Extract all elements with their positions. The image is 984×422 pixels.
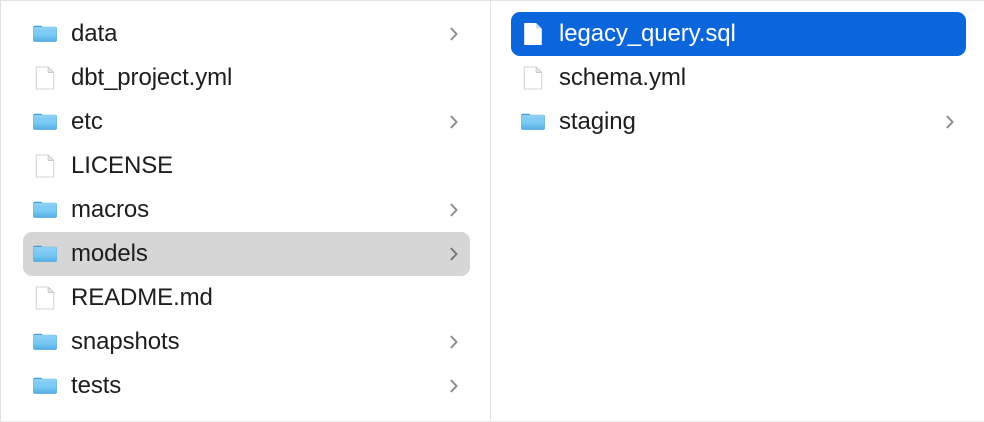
folder-icon [31,20,59,48]
item-label: etc [71,108,103,135]
folder-icon [31,108,59,136]
document-icon [519,64,547,92]
item-label: snapshots [71,328,180,355]
folder-icon [31,372,59,400]
folder-row[interactable]: etc [23,100,470,144]
document-icon [31,284,59,312]
item-label: schema.yml [559,64,687,91]
chevron-right-icon [448,113,460,131]
folder-icon [31,240,59,268]
folder-row[interactable]: data [23,12,470,56]
file-row[interactable]: schema.yml [511,56,966,100]
folder-icon [31,196,59,224]
folder-row[interactable]: tests [23,364,470,408]
item-label: legacy_query.sql [559,20,736,47]
item-label: tests [71,372,122,399]
item-label: macros [71,196,150,223]
item-label: staging [559,108,636,135]
folder-row[interactable]: snapshots [23,320,470,364]
item-label: README.md [71,284,213,311]
document-icon [519,20,547,48]
chevron-right-icon [448,333,460,351]
item-label: models [71,240,148,267]
file-row[interactable]: LICENSE [23,144,470,188]
chevron-right-icon [448,377,460,395]
item-label: data [71,20,118,47]
chevron-right-icon [448,245,460,263]
item-label: dbt_project.yml [71,64,233,91]
file-row[interactable]: README.md [23,276,470,320]
file-row[interactable]: legacy_query.sql [511,12,966,56]
chevron-right-icon [448,25,460,43]
folder-icon [31,328,59,356]
item-label: LICENSE [71,152,174,179]
chevron-right-icon [944,113,956,131]
folder-row[interactable]: macros [23,188,470,232]
file-column-child[interactable]: legacy_query.sql schema.yml staging [491,1,984,421]
document-icon [31,64,59,92]
folder-icon [519,108,547,136]
folder-row[interactable]: models [23,232,470,276]
folder-row[interactable]: staging [511,100,966,144]
document-icon [31,152,59,180]
file-row[interactable]: dbt_project.yml [23,56,470,100]
chevron-right-icon [448,201,460,219]
